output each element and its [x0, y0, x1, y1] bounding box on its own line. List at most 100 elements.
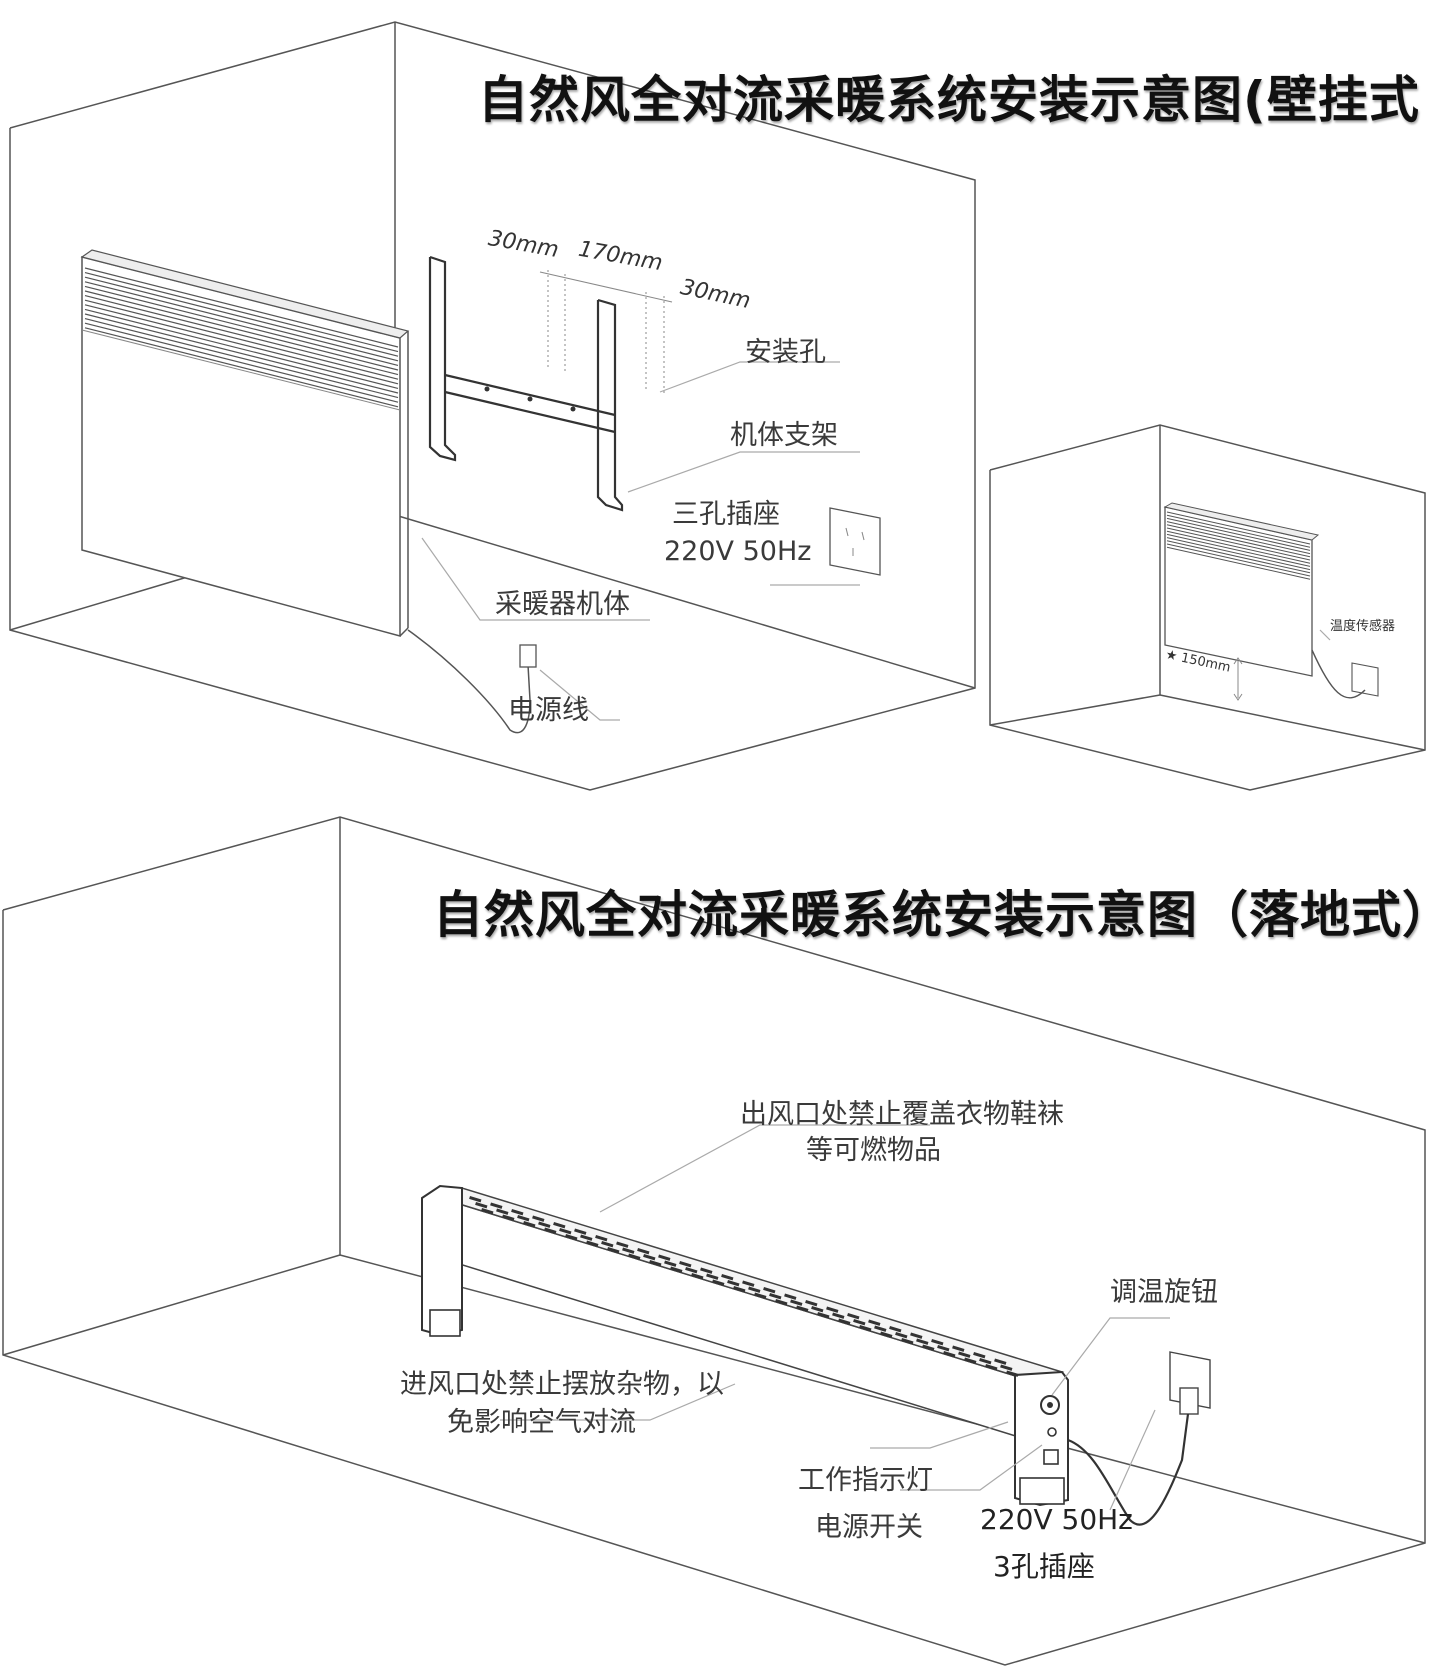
vent-slot — [595, 1235, 608, 1242]
vent-slot — [796, 1305, 809, 1312]
vent-slot — [838, 1318, 851, 1325]
vent-slot — [523, 1221, 536, 1228]
vent-slot — [622, 1247, 635, 1254]
vent-slot — [910, 1332, 923, 1339]
vent-slot — [874, 1325, 887, 1332]
vent-slot — [931, 1339, 944, 1346]
label-socket-spec: 220V 50Hz — [664, 536, 812, 567]
label-temp-sensor: 温度传感器 — [1330, 619, 1396, 634]
vent-slot — [985, 1364, 998, 1371]
floor-heater-vents — [469, 1196, 1019, 1377]
vent-slot — [679, 1261, 692, 1268]
vent-slot — [901, 1338, 914, 1345]
vent-slot — [895, 1332, 908, 1339]
vent-slot — [580, 1234, 593, 1241]
floor-diagram-title: 自然风全对流采暖系统安装示意图（落地式） — [433, 886, 1440, 944]
vent-slot — [637, 1248, 650, 1255]
vent-slot — [859, 1325, 872, 1332]
vent-slot — [763, 1287, 776, 1294]
label-power-switch: 电源开关 — [815, 1512, 923, 1543]
vent-slot — [1000, 1364, 1013, 1371]
floor-heater-body — [421, 1184, 1069, 1507]
vent-slot — [733, 1286, 746, 1293]
wall-socket — [829, 507, 881, 576]
grille-slat — [84, 304, 399, 385]
label-inlet-warning-1: 进风口处禁止摆放杂物，以 — [400, 1369, 724, 1400]
vent-slot — [832, 1312, 845, 1319]
vent-slot — [958, 1351, 971, 1358]
grille-slat — [84, 285, 399, 366]
vent-slot — [868, 1319, 881, 1326]
vent-slot — [706, 1273, 719, 1280]
grille-slat — [84, 318, 399, 399]
vent-slot — [475, 1202, 488, 1209]
label-heater-body: 采暖器机体 — [495, 589, 630, 620]
vent-slot — [559, 1228, 572, 1235]
vent-slot — [754, 1292, 767, 1299]
label-floor-socket-spec: 220V 50Hz — [980, 1503, 1133, 1536]
vent-slot — [748, 1286, 761, 1293]
wall-leader-lines — [421, 361, 860, 721]
inset-height-marker — [1233, 629, 1331, 701]
grille-slat — [84, 295, 399, 376]
grille-slat — [84, 272, 399, 353]
vent-slot — [805, 1300, 818, 1307]
vent-slot — [847, 1313, 860, 1320]
wall-diagram-title: 自然风全对流采暖系统安装示意图(壁挂式 ) — [478, 71, 1440, 129]
grille-slat — [84, 327, 399, 408]
grille-slat — [1166, 546, 1311, 580]
floor-socket — [1067, 1351, 1211, 1526]
vent-slot — [784, 1293, 797, 1300]
grille-slat — [1166, 527, 1311, 561]
vent-slot — [538, 1221, 551, 1228]
vent-slot — [742, 1280, 755, 1287]
vent-slot — [769, 1293, 782, 1300]
vent-slot — [664, 1260, 677, 1267]
label-inlet-warning-2: 免影响空气对流 — [447, 1407, 636, 1438]
grille-slat — [84, 322, 399, 403]
label-outlet-warning-1: 出风口处禁止覆盖衣物鞋袜 — [740, 1099, 1064, 1130]
vent-slot — [481, 1208, 494, 1215]
vent-slot — [544, 1227, 557, 1234]
vent-slot — [511, 1209, 524, 1216]
vent-slot — [853, 1319, 866, 1326]
dimension-guides — [539, 270, 673, 394]
vent-slot — [616, 1241, 629, 1248]
vent-slot — [994, 1358, 1007, 1365]
vent-slot — [607, 1247, 620, 1254]
floor-leader-lines — [500, 1124, 1170, 1511]
vent-slot — [964, 1357, 977, 1364]
room-inset — [989, 424, 1426, 791]
grille-slat — [1166, 530, 1311, 564]
vent-slot — [937, 1345, 950, 1352]
vent-slot — [700, 1267, 713, 1274]
vent-slot — [979, 1358, 992, 1365]
grille-slat — [84, 290, 399, 371]
vent-slot — [880, 1331, 893, 1338]
vent-slot — [496, 1208, 509, 1215]
vent-slot — [565, 1234, 578, 1241]
grille-slat — [1166, 517, 1311, 551]
vent-slot — [916, 1338, 929, 1345]
vent-slot — [922, 1344, 935, 1351]
grille-slat — [1166, 524, 1311, 558]
grille-slat — [1166, 533, 1311, 567]
vent-slot — [490, 1202, 503, 1209]
vent-slot — [586, 1240, 599, 1247]
vent-slot — [727, 1280, 740, 1287]
vent-slot — [643, 1254, 656, 1261]
label-socket: 三孔插座 — [672, 499, 780, 530]
inset-socket — [1311, 649, 1379, 699]
vent-slot — [532, 1215, 545, 1222]
grille-slat — [84, 276, 399, 357]
vent-slot — [574, 1228, 587, 1235]
label-floor-socket: 3孔插座 — [993, 1550, 1095, 1583]
vent-slot — [1006, 1370, 1019, 1377]
vent-slot — [658, 1254, 671, 1261]
vent-slot — [712, 1279, 725, 1286]
label-knob: 调温旋钮 — [1110, 1277, 1218, 1308]
vent-slot — [670, 1266, 683, 1273]
vent-slot — [790, 1299, 803, 1306]
label-mount-holes: 安装孔 — [745, 337, 826, 368]
vent-slot — [685, 1267, 698, 1274]
